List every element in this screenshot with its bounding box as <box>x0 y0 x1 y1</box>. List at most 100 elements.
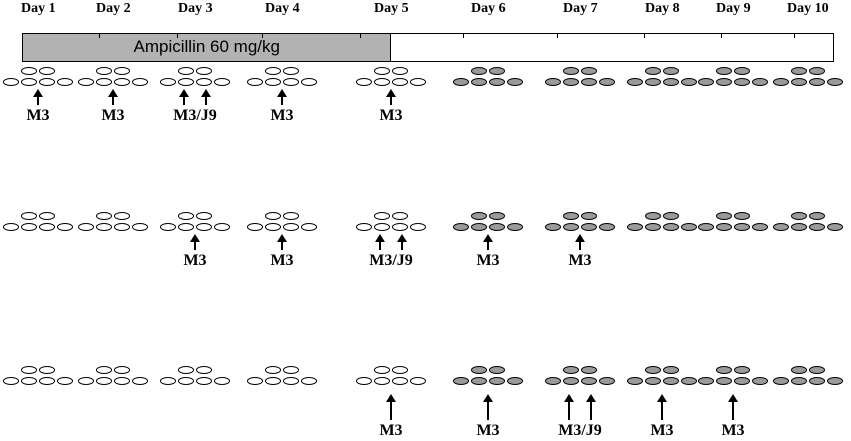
egg <box>21 366 37 374</box>
egg <box>160 223 176 231</box>
egg <box>21 377 37 385</box>
colonized-egg <box>663 223 679 231</box>
egg <box>57 223 73 231</box>
strain-label: M3 <box>721 422 745 439</box>
colonized-egg <box>489 212 505 220</box>
colonized-egg <box>489 366 505 374</box>
egg <box>283 78 299 86</box>
egg <box>301 377 317 385</box>
arrow-shaft <box>590 400 592 420</box>
strain-label: M3 <box>183 252 207 269</box>
egg <box>214 223 230 231</box>
colonized-egg <box>563 366 579 374</box>
egg <box>283 366 299 374</box>
egg <box>21 78 37 86</box>
colonized-egg <box>809 366 825 374</box>
egg <box>196 78 212 86</box>
colonized-egg <box>752 377 768 385</box>
arrow-shaft <box>661 400 663 420</box>
egg <box>356 78 372 86</box>
colonized-egg <box>627 223 643 231</box>
colonized-egg <box>581 78 597 86</box>
colonized-egg <box>645 366 661 374</box>
egg <box>39 67 55 75</box>
egg <box>114 67 130 75</box>
colonized-egg <box>471 377 487 385</box>
colonized-egg <box>716 366 732 374</box>
strain-label: M3 <box>379 107 403 124</box>
colonized-egg <box>599 223 615 231</box>
strain-label: M3 <box>568 252 592 269</box>
strain-label: M3 <box>476 252 500 269</box>
inoculation-arrow <box>201 89 211 105</box>
colonized-egg <box>716 377 732 385</box>
arrow-shaft <box>205 95 207 105</box>
colonized-egg <box>663 366 679 374</box>
arrow-shaft <box>401 240 403 250</box>
colonized-egg <box>681 78 697 86</box>
timeline-bar: Ampicillin 60 mg/kg <box>22 33 834 62</box>
arrow-head <box>108 89 118 97</box>
arrow-shaft <box>112 95 114 105</box>
arrow-head <box>277 89 287 97</box>
egg <box>132 223 148 231</box>
egg <box>196 67 212 75</box>
timeline-tick <box>359 33 361 38</box>
colonized-egg <box>773 377 789 385</box>
egg <box>196 366 212 374</box>
colonized-egg <box>791 67 807 75</box>
colonized-egg <box>791 366 807 374</box>
egg <box>196 223 212 231</box>
egg <box>39 366 55 374</box>
timeline-tick <box>644 33 645 38</box>
egg <box>265 212 281 220</box>
egg <box>410 223 426 231</box>
arrow-shaft <box>379 240 381 250</box>
colonized-egg <box>599 78 615 86</box>
egg <box>78 78 94 86</box>
colonized-egg <box>663 212 679 220</box>
colonized-egg <box>581 212 597 220</box>
egg <box>265 78 281 86</box>
strain-label: M3/J9 <box>558 422 602 439</box>
inoculation-arrow <box>108 89 118 105</box>
colonized-egg <box>827 78 843 86</box>
colonized-egg <box>698 223 714 231</box>
colonized-egg <box>791 78 807 86</box>
inoculation-arrow <box>386 89 396 105</box>
arrow-head <box>386 89 396 97</box>
inoculation-arrow <box>386 394 396 420</box>
egg <box>356 223 372 231</box>
arrow-shaft <box>183 95 185 105</box>
egg <box>3 78 19 86</box>
colonized-egg <box>645 377 661 385</box>
egg <box>114 366 130 374</box>
arrow-head <box>190 234 200 242</box>
colonized-egg <box>507 78 523 86</box>
colonized-egg <box>627 78 643 86</box>
colonized-egg <box>581 223 597 231</box>
colonized-egg <box>507 223 523 231</box>
egg <box>374 78 390 86</box>
timeline-tick <box>557 33 558 38</box>
colonized-egg <box>716 67 732 75</box>
strain-label: M3 <box>101 107 125 124</box>
colonized-egg <box>453 223 469 231</box>
inoculation-arrow <box>575 234 585 250</box>
colonized-egg <box>827 377 843 385</box>
egg <box>178 377 194 385</box>
colonized-egg <box>734 67 750 75</box>
colonized-egg <box>698 78 714 86</box>
arrow-shaft <box>194 240 196 250</box>
arrow-shaft <box>390 95 392 105</box>
inoculation-arrow <box>483 234 493 250</box>
egg <box>196 212 212 220</box>
colonized-egg <box>716 78 732 86</box>
egg <box>374 223 390 231</box>
egg <box>214 78 230 86</box>
day-label: Day 3 <box>178 1 213 16</box>
egg <box>283 377 299 385</box>
colonized-egg <box>681 377 697 385</box>
arrow-head <box>564 394 574 402</box>
colonized-egg <box>681 223 697 231</box>
